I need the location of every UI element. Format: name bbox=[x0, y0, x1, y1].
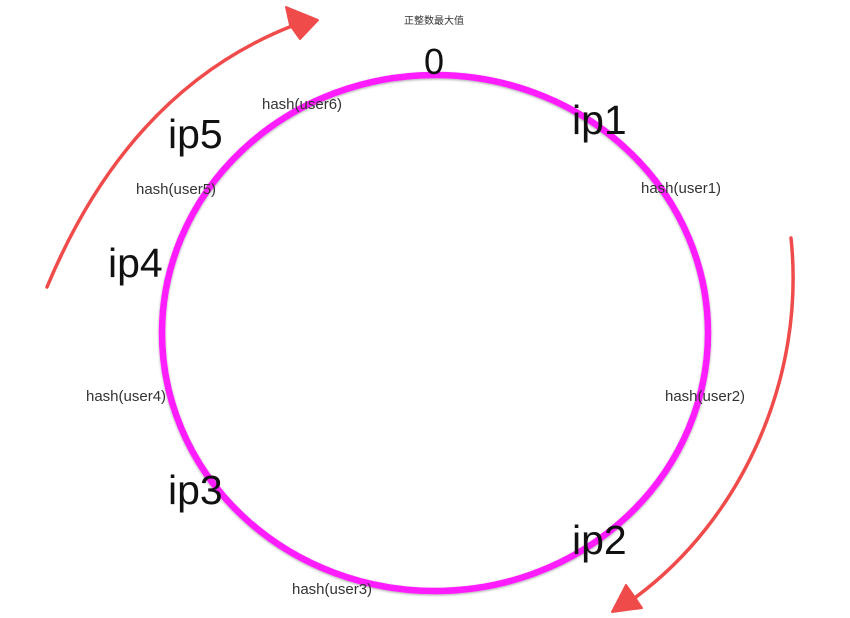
top-left-arrow-shaft bbox=[45, 24, 294, 289]
bottom-right-arrow-head bbox=[611, 584, 643, 613]
hash-user5-label: hash(user5) bbox=[136, 181, 216, 198]
max-int-label: 正整数最大值 bbox=[404, 14, 464, 27]
hash-user2-label: hash(user2) bbox=[665, 388, 745, 405]
hash-user6-label: hash(user6) bbox=[262, 96, 342, 113]
node-ip3-label: ip3 bbox=[168, 467, 223, 513]
node-ip2-label: ip2 bbox=[572, 517, 627, 563]
bottom-right-arrow bbox=[611, 236, 795, 613]
ring-start-label: 0 bbox=[424, 41, 444, 82]
hash-ring bbox=[158, 71, 712, 595]
top-left-arrow bbox=[45, 6, 319, 289]
hash-user3-label: hash(user3) bbox=[292, 581, 372, 598]
node-ip5-label: ip5 bbox=[168, 111, 223, 157]
hash-user4-label: hash(user4) bbox=[86, 388, 166, 405]
bottom-right-arrow-shaft bbox=[634, 236, 795, 599]
node-ip1-label: ip1 bbox=[572, 97, 627, 143]
hash-user1-label: hash(user1) bbox=[641, 180, 721, 197]
node-ip4-label: ip4 bbox=[108, 240, 163, 286]
top-left-arrow-head bbox=[285, 6, 319, 40]
